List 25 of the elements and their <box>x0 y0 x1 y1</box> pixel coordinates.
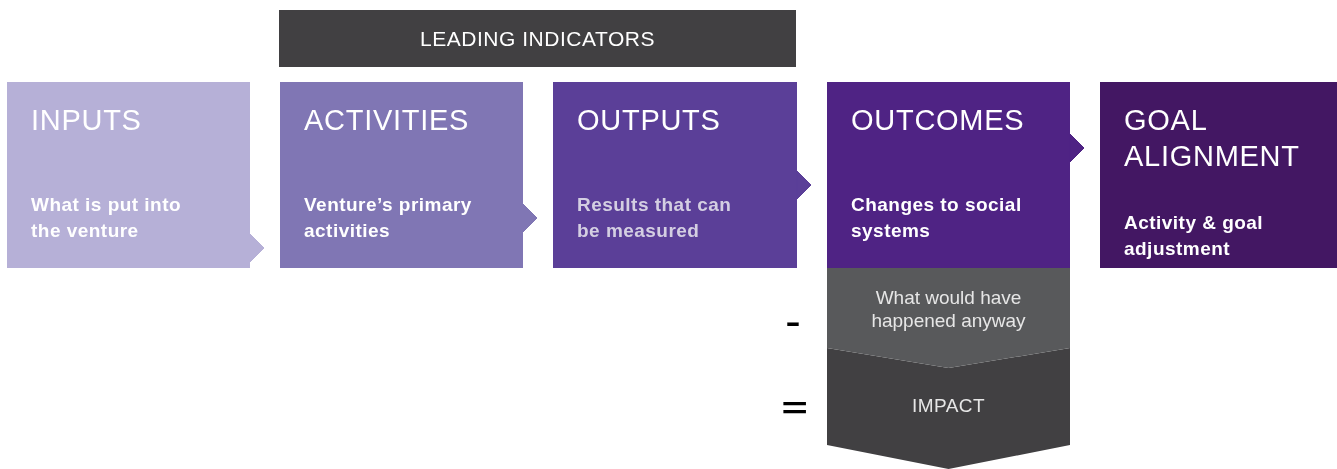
pointer-arrow <box>522 203 538 233</box>
pointer-arrow <box>796 170 812 200</box>
stage-box <box>553 82 797 268</box>
stage-description: Activity & goal adjustment <box>1124 211 1265 261</box>
impact-chevron <box>827 348 1070 469</box>
stage-description: Results that can be measured <box>577 193 733 243</box>
stage-box <box>1100 82 1337 268</box>
stage-description: What is put into the venture <box>31 193 183 243</box>
stage-description: Venture’s primary activities <box>304 193 473 243</box>
impact-text: IMPACT <box>911 394 986 417</box>
stage-title: OUTCOMES <box>851 103 1026 138</box>
stage-box <box>280 82 523 268</box>
stage-title: ACTIVITIES <box>304 103 471 138</box>
operator-sign: = <box>781 393 808 423</box>
stage-description: Changes to social systems <box>851 193 1023 243</box>
stage-title: OUTPUTS <box>577 103 722 138</box>
stage-box <box>827 82 1070 268</box>
operator-sign: - <box>785 307 801 337</box>
pointer-arrow <box>1069 133 1085 163</box>
pointer-arrow <box>249 233 265 263</box>
counterfactual-text: What would have happened anyway <box>870 286 1027 332</box>
stage-title: INPUTS <box>31 103 143 138</box>
header-bar: LEADING INDICATORS <box>279 10 796 67</box>
stage-title: GOAL ALIGNMENT <box>1124 103 1301 174</box>
stage-box <box>7 82 250 268</box>
